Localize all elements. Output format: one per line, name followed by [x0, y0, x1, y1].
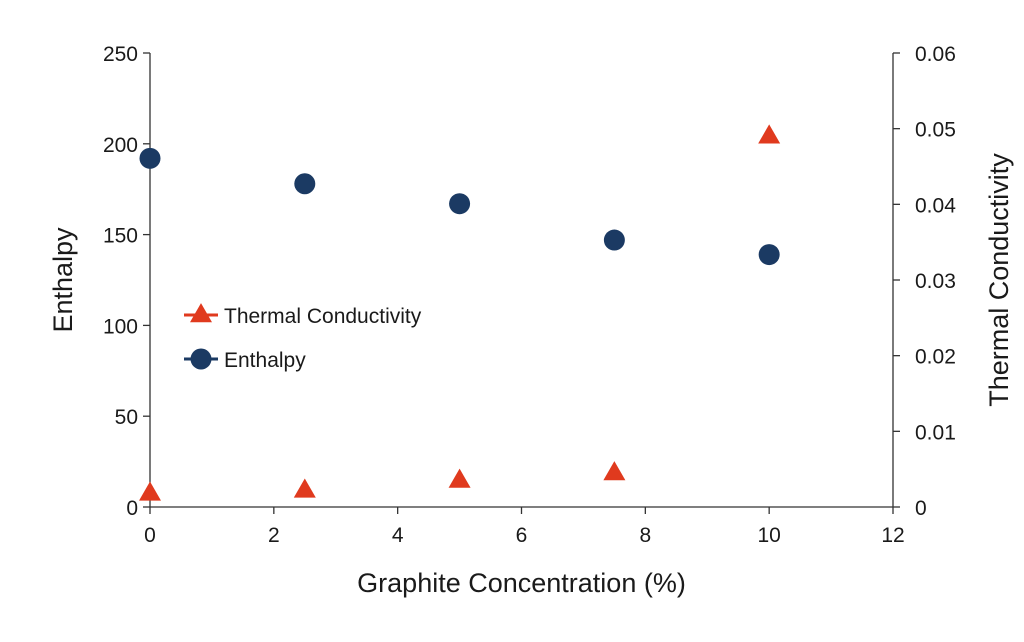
- legend-marker-circle: [190, 348, 212, 370]
- triangle-point: [448, 468, 471, 488]
- triangle-point: [293, 478, 316, 498]
- y-tick-label: 150: [103, 225, 138, 248]
- ticks: 0 2 4 6 8 10 12 0 50 100 150 200 250 0 0.01 0.02 0.03 0.0…: [103, 43, 956, 547]
- legend-label: Thermal Conductivity: [224, 305, 422, 328]
- x-axis-title: Graphite Concentration (%): [357, 568, 686, 598]
- x-tick-label: 8: [639, 524, 651, 547]
- triangle-point: [139, 481, 161, 501]
- y2-tick-label: 0: [915, 497, 927, 520]
- legend-marker-triangle: [190, 303, 212, 323]
- y2-tick-label: 0.06: [915, 43, 956, 66]
- data-marks: [139, 124, 781, 501]
- x-tick-label: 2: [268, 524, 280, 547]
- legend-label: Enthalpy: [224, 349, 306, 372]
- y-tick-label: 0: [126, 497, 138, 520]
- series-enthalpy: [139, 147, 780, 266]
- y-tick-label: 100: [103, 315, 138, 338]
- legend-item: Thermal Conductivity: [184, 303, 422, 328]
- legend-item: Enthalpy: [184, 348, 306, 372]
- triangle-point: [758, 124, 781, 144]
- x-tick-label: 4: [392, 524, 404, 547]
- circle-point: [603, 229, 625, 251]
- x-tick-label: 10: [757, 524, 780, 547]
- triangle-point: [603, 461, 626, 481]
- circle-point: [449, 193, 471, 215]
- circle-point: [139, 147, 161, 169]
- y2-axis-title: Thermal Conductivity: [984, 153, 1014, 407]
- y2-tick-label: 0.03: [915, 270, 956, 293]
- y2-tick-label: 0.01: [915, 421, 956, 444]
- circle-point: [758, 244, 780, 266]
- y2-tick-label: 0.02: [915, 346, 956, 369]
- y2-tick-label: 0.04: [915, 194, 956, 217]
- x-tick-label: 6: [516, 524, 528, 547]
- y-axis-title: Enthalpy: [48, 227, 78, 333]
- circle-point: [294, 173, 316, 195]
- x-tick-label: 12: [881, 524, 904, 547]
- y2-tick-label: 0.05: [915, 119, 956, 142]
- y-tick-label: 50: [115, 406, 138, 429]
- y-tick-label: 250: [103, 43, 138, 66]
- y-tick-label: 200: [103, 134, 138, 157]
- axes: [149, 53, 894, 508]
- x-tick-label: 0: [144, 524, 156, 547]
- series-thermal-conductivity: [139, 124, 781, 501]
